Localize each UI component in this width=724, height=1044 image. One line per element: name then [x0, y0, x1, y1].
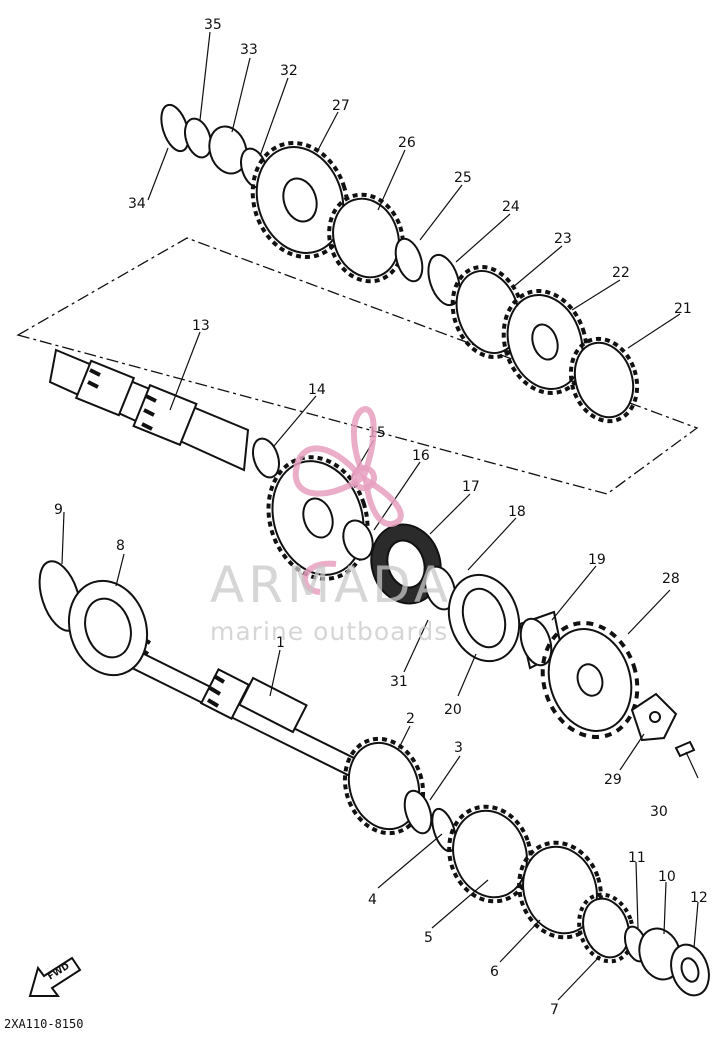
callout-19: 19 [588, 552, 606, 568]
callout-32: 32 [280, 63, 298, 79]
callout-7: 7 [550, 1002, 559, 1018]
callout-26: 26 [398, 135, 416, 151]
callout-13: 13 [192, 318, 210, 334]
leader-lines [61, 31, 699, 1001]
callout-33: 33 [240, 42, 258, 58]
armada-logo-icon [292, 406, 404, 595]
fwd-arrow: FWD [28, 956, 82, 997]
callout-31: 31 [390, 674, 408, 690]
callout-4: 4 [368, 892, 377, 908]
watermark-tagline: marine outboards [210, 617, 448, 646]
callout-27: 27 [332, 98, 350, 114]
drawing-code: 2XA110-8150 [4, 1017, 83, 1031]
drive-axle [48, 348, 250, 472]
callout-3: 3 [454, 740, 463, 756]
callout-6: 6 [490, 964, 499, 980]
callout-34: 34 [128, 196, 146, 212]
callout-25: 25 [454, 170, 472, 186]
callout-2: 2 [406, 711, 415, 727]
drive-axle-group-outline [16, 237, 699, 495]
watermark-brand: ARMADA [210, 556, 452, 614]
callout-30: 30 [650, 804, 668, 820]
top-gear-group [160, 103, 640, 424]
callout-11: 11 [628, 850, 646, 866]
callout-12: 12 [690, 890, 708, 906]
callout-28: 28 [662, 571, 680, 587]
callout-10: 10 [658, 869, 676, 885]
callout-14: 14 [308, 382, 326, 398]
callout-20: 20 [444, 702, 462, 718]
bottom-gear-group [38, 560, 710, 997]
callout-1: 1 [276, 635, 285, 651]
callout-29: 29 [604, 772, 622, 788]
main-axle [126, 635, 364, 780]
callout-18: 18 [508, 504, 526, 520]
callout-23: 23 [554, 231, 572, 247]
callout-8: 8 [116, 538, 125, 554]
callout-24: 24 [502, 199, 520, 215]
callout-21: 21 [674, 301, 692, 317]
armada-watermark: ARMADA marine outboards [210, 406, 452, 646]
callout-16: 16 [412, 448, 430, 464]
callout-9: 9 [54, 502, 63, 518]
callout-35: 35 [204, 17, 222, 33]
callout-22: 22 [612, 265, 630, 281]
callout-17: 17 [462, 479, 480, 495]
callout-5: 5 [424, 930, 433, 946]
callout-labels: 35 33 32 27 34 26 25 24 23 22 21 13 14 1… [54, 17, 708, 1018]
